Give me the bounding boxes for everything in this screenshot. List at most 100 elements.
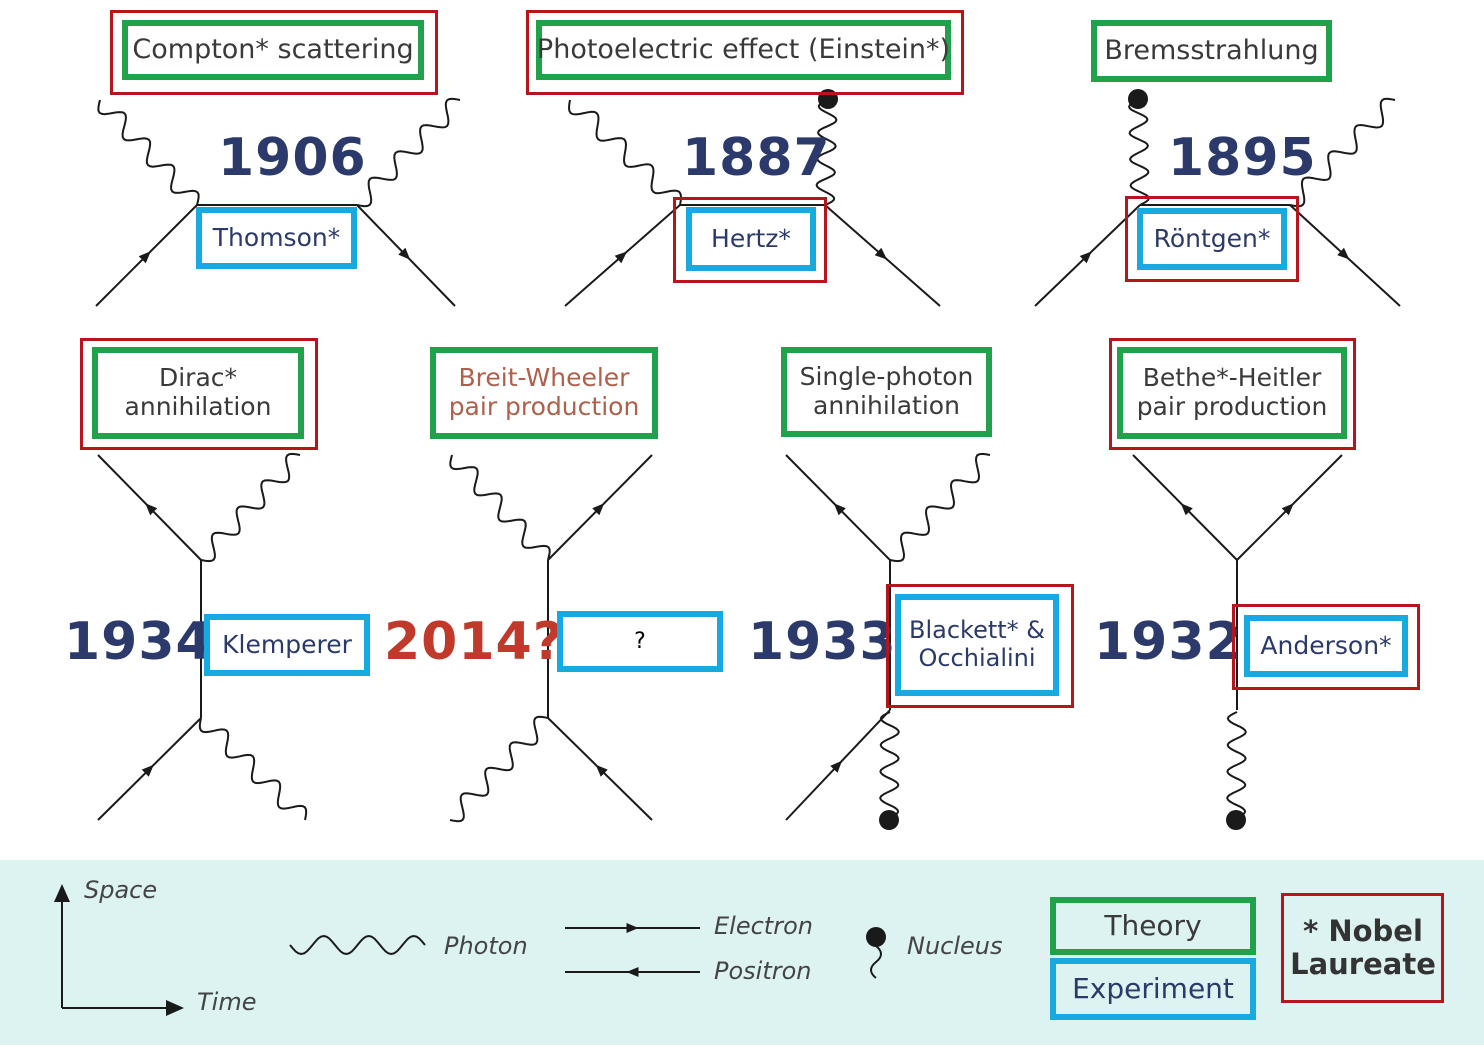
experiment-box-breit-wheeler: ?: [557, 611, 723, 672]
dirac-photon-bottom: [198, 717, 308, 821]
legend-time-label: Time: [197, 988, 257, 1016]
legend-theory-box: Theory: [1050, 897, 1256, 955]
legend-nucleus-label: Nucleus: [907, 932, 1003, 960]
legend-nobel-line2: Laureate: [1290, 947, 1436, 981]
bremsstrahlung-nucleus-photon: [1128, 99, 1150, 206]
legend-experiment-box: Experiment: [1050, 958, 1256, 1020]
theory-box-single-photon: Single-photon annihilation: [781, 347, 992, 437]
experiment-label-photoelectric: Hertz*: [711, 223, 791, 253]
theory-label-photoelectric: Photoelectric effect (Einstein*): [536, 34, 951, 66]
legend-photon-label: Photon: [444, 932, 528, 960]
theory-label-single-photon-1: Single-photon: [799, 362, 974, 392]
year-single-photon: 1933: [748, 612, 897, 672]
theory-label-breit-wheeler-2: pair production: [448, 392, 640, 421]
legend-nobel-line1: * Nobel: [1303, 913, 1423, 948]
legend-electron-line-arrowhead: [626, 923, 639, 933]
experiment-label-dirac: Klemperer: [222, 629, 352, 659]
theory-label-bremsstrahlung: Bremsstrahlung: [1104, 35, 1319, 67]
theory-label-single-photon-2: annihilation: [813, 391, 960, 420]
bremsstrahlung-electron-in-arrowhead: [1079, 251, 1092, 264]
legend-space-arrowhead: [54, 884, 70, 902]
theory-box-bethe-heitler: Bethe*-Heitler pair production: [1117, 347, 1347, 439]
legend-photon-wave: [289, 934, 426, 956]
year-dirac: 1934: [64, 612, 213, 672]
theory-box-compton: Compton* scattering: [122, 20, 424, 80]
theory-label-bethe-heitler-1: Bethe*-Heitler: [1142, 363, 1322, 393]
theory-box-photoelectric: Photoelectric effect (Einstein*): [536, 20, 951, 80]
bethe-heitler-electron-out-arrowhead: [1281, 503, 1294, 516]
theory-box-breit-wheeler: Breit-Wheeler pair production: [430, 347, 658, 439]
theory-box-dirac: Dirac* annihilation: [92, 347, 304, 439]
experiment-box-single-photon: Blackett* & Occhialini: [895, 594, 1059, 696]
single-photon-photon-top: [889, 452, 991, 563]
bethe-heitler-nucleus-photon: [1226, 711, 1247, 819]
bethe-heitler-positron-out-arrowhead: [1180, 503, 1193, 516]
bremsstrahlung-nucleus: [1128, 89, 1148, 109]
nobel-frame-compton-theory: [110, 10, 438, 95]
bremsstrahlung-photon-out: [1289, 97, 1396, 208]
bw-electron-out-arrowhead: [592, 503, 605, 516]
experiment-box-compton: Thomson*: [196, 207, 357, 269]
bethe-heitler-nucleus: [1226, 810, 1246, 830]
nobel-frame-bethe-heitler-experiment: [1232, 604, 1420, 690]
legend-electron-label: Electron: [714, 912, 813, 940]
legend-nobel-text: * Nobel Laureate: [1284, 898, 1442, 998]
legend-time-arrowhead: [166, 1000, 184, 1016]
experiment-box-bethe-heitler: Anderson*: [1244, 615, 1408, 677]
single-photon-nucleus: [879, 810, 899, 830]
compton-electron-out-arrowhead: [398, 247, 411, 260]
legend-nobel-box: [1281, 893, 1444, 1003]
experiment-label-bethe-heitler: Anderson*: [1260, 630, 1392, 660]
theory-box-bremsstrahlung: Bremsstrahlung: [1091, 20, 1332, 82]
single-photon-positron-out-arrowhead: [833, 503, 846, 516]
year-bethe-heitler: 1932: [1094, 612, 1243, 672]
bremsstrahlung-electron-out-arrowhead: [1337, 247, 1350, 260]
year-bremsstrahlung: 1895: [1168, 128, 1317, 188]
theory-label-compton: Compton* scattering: [132, 34, 414, 66]
year-photoelectric: 1887: [682, 128, 831, 188]
single-photon-nucleus-photon: [879, 711, 900, 819]
dirac-electron-in-arrowhead: [141, 764, 154, 777]
compton-photon-out: [356, 97, 461, 208]
experiment-box-bremsstrahlung: Röntgen*: [1137, 208, 1287, 270]
legend-nucleus-dot: [866, 927, 886, 947]
nobel-frame-bremsstrahlung-experiment: [1125, 196, 1299, 282]
bw-photon-bottom: [449, 715, 549, 823]
experiment-box-dirac: Klemperer: [204, 614, 370, 676]
single-photon-electron-in-arrowhead: [830, 760, 843, 773]
legend-theory-label: Theory: [1104, 908, 1202, 942]
nobel-frame-photoelectric-experiment: [673, 197, 827, 283]
legend-space-label: Space: [84, 876, 158, 904]
photoelectric-electron-out-arrowhead: [874, 247, 888, 260]
bw-photon-top: [449, 454, 551, 561]
photoelectric-photon-in: [567, 99, 683, 206]
experiment-label-bremsstrahlung: Röntgen*: [1153, 223, 1271, 253]
compton-photon-in: [97, 99, 200, 206]
nobel-frame-photoelectric-theory: [526, 10, 964, 95]
theory-label-dirac-1: Dirac*: [158, 363, 238, 393]
compton-electron-in-arrowhead: [138, 251, 151, 264]
nobel-frame-single-photon-experiment: [886, 584, 1074, 708]
experiment-label-single-photon-1: Blackett* &: [908, 616, 1045, 645]
experiment-label-breit-wheeler: ?: [634, 628, 646, 654]
experiment-label-single-photon-2: Occhialini: [918, 644, 1036, 672]
experiment-label-compton: Thomson*: [212, 222, 341, 252]
dirac-photon-top: [200, 452, 301, 563]
photoelectric-electron-in-arrowhead: [614, 251, 628, 264]
experiment-box-photoelectric: Hertz*: [686, 207, 816, 271]
nobel-frame-dirac-theory: [80, 338, 318, 450]
nobel-frame-bethe-heitler-theory: [1109, 338, 1356, 450]
year-compton: 1906: [218, 128, 367, 188]
bw-positron-out-arrowhead: [595, 764, 608, 777]
dirac-positron-out-arrowhead: [145, 503, 158, 516]
photoelectric-nucleus-photon: [815, 99, 838, 206]
legend-experiment-label: Experiment: [1072, 971, 1234, 1005]
theory-label-breit-wheeler-1: Breit-Wheeler: [458, 363, 630, 393]
year-breit-wheeler: 2014?: [384, 612, 564, 672]
legend-positron-line-arrowhead: [626, 967, 639, 977]
legend-positron-label: Positron: [714, 957, 812, 985]
theory-label-bethe-heitler-2: pair production: [1136, 392, 1328, 421]
legend-nucleus-squiggle: [870, 945, 882, 979]
